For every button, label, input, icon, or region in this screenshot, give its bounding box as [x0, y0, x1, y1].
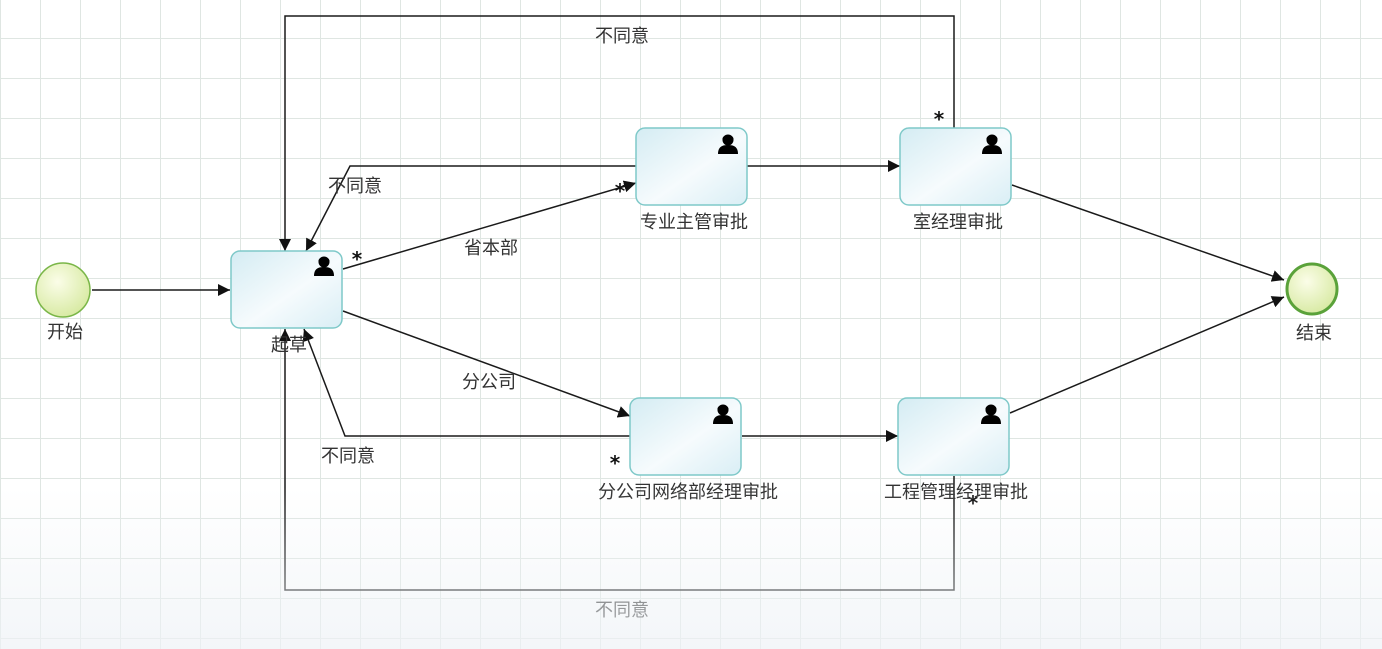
marker-star: * — [610, 451, 621, 475]
end-event[interactable] — [1285, 262, 1339, 316]
flow-label-reject-bottom: 不同意 — [595, 600, 649, 621]
flow-label-fengongsi: 分公司 — [462, 372, 516, 393]
task-fengongsi-label: 分公司网络部经理审批 — [598, 482, 778, 503]
flow-label-shengbenbu: 省本部 — [464, 238, 518, 259]
task-shijingli[interactable] — [899, 127, 1012, 206]
flow-zhuanye-reject[interactable] — [305, 165, 636, 252]
task-gongcheng[interactable] — [897, 397, 1010, 476]
flow-shijingli-to-end[interactable] — [1011, 184, 1285, 282]
flow-gongcheng-reject[interactable] — [279, 329, 955, 591]
task-draft-label: 起草 — [271, 335, 307, 356]
task-draft[interactable] — [230, 250, 343, 329]
task-zhuanye[interactable] — [635, 127, 748, 206]
marker-star: * — [352, 247, 363, 271]
task-fengongsi[interactable] — [629, 397, 742, 476]
marker-star: * — [615, 179, 626, 203]
flow-label-reject-zhuanye: 不同意 — [328, 176, 382, 197]
flow-shijingli-reject[interactable] — [279, 15, 955, 251]
task-gongcheng-label: 工程管理经理审批 — [884, 482, 1028, 503]
start-event-label: 开始 — [47, 322, 83, 343]
end-event-label: 结束 — [1296, 323, 1332, 344]
marker-star: * — [934, 107, 945, 131]
flow-draft-to-fengongsi[interactable] — [342, 310, 631, 418]
flow-fengongsi-reject[interactable] — [302, 328, 630, 437]
start-event[interactable] — [35, 262, 91, 318]
flow-label-reject-top: 不同意 — [595, 26, 649, 47]
task-shijingli-label: 室经理审批 — [913, 212, 1003, 233]
task-zhuanye-label: 专业主管审批 — [640, 212, 748, 233]
marker-star: * — [968, 491, 979, 515]
flow-gongcheng-to-end[interactable] — [1009, 296, 1285, 414]
flow-label-reject-fengongsi: 不同意 — [321, 446, 375, 467]
flow-draft-to-zhuanye[interactable] — [342, 180, 637, 270]
